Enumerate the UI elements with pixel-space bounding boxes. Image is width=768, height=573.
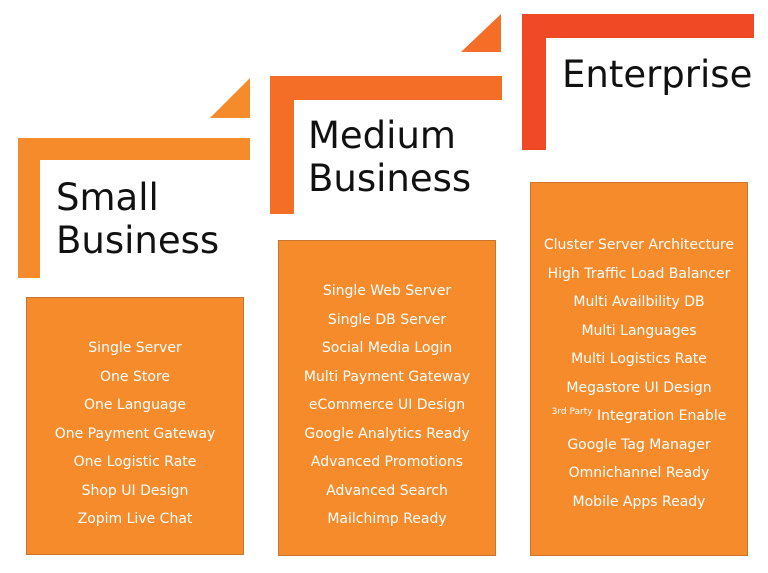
feature-label: Single Web Server	[322, 283, 452, 299]
feature-item: Shop UI Design	[27, 477, 243, 506]
feature-item: Mailchimp Ready	[279, 505, 495, 534]
title-line: Small	[56, 176, 159, 219]
feature-superscript: 3rd Party	[551, 407, 593, 417]
title-line: Business	[56, 219, 220, 263]
feature-label: Zopim Live Chat	[77, 511, 193, 527]
feature-item: Mobile Apps Ready	[531, 488, 747, 517]
feature-item: Multi Availbility DB	[531, 288, 747, 317]
feature-item: Advanced Promotions	[279, 448, 495, 477]
feature-label: High Traffic Load Balancer	[547, 265, 731, 282]
feature-item: One Logistic Rate	[27, 448, 243, 477]
feature-label: Social Media Login	[321, 340, 453, 356]
small-bracket-side-bar	[18, 138, 40, 278]
feature-label: Google Tag Manager	[567, 436, 711, 453]
feature-label: Multi Logistics Rate	[571, 351, 707, 367]
small-corner-triangle	[210, 78, 250, 118]
feature-label: One Payment Gateway	[54, 425, 216, 442]
title-line: Enterprise	[562, 53, 753, 96]
enterprise-bracket-side-bar	[522, 14, 546, 150]
feature-label: Mailchimp Ready	[327, 511, 447, 527]
title-line: Business	[308, 157, 472, 201]
feature-item: Cluster Server Architecture	[531, 231, 747, 260]
feature-label: Advanced Search	[326, 482, 448, 499]
title-line: Medium	[308, 114, 456, 157]
feature-item: Google Tag Manager	[531, 431, 747, 460]
feature-label: One Language	[83, 397, 187, 413]
feature-label: Megastore UI Design	[566, 379, 712, 396]
feature-item: One Payment Gateway	[27, 420, 243, 449]
feature-label: Multi Payment Gateway	[303, 368, 471, 385]
feature-label: Google Analytics Ready	[304, 425, 470, 442]
feature-label: One Store	[100, 368, 170, 385]
medium-corner-triangle	[461, 14, 501, 52]
feature-label: Single DB Server	[327, 311, 447, 328]
medium-bracket-side-bar	[270, 76, 294, 214]
feature-item: Google Analytics Ready	[279, 420, 495, 449]
medium-bracket-top-bar	[270, 76, 502, 100]
feature-item: One Language	[27, 391, 243, 420]
enterprise-tier-title: Enterprise	[562, 53, 752, 96]
feature-item: eCommerce UI Design	[279, 391, 495, 420]
feature-label: Mobile Apps Ready	[572, 493, 706, 510]
feature-item: Single Server	[27, 334, 243, 363]
feature-label: Single Server	[88, 340, 182, 356]
feature-label: Shop UI Design	[81, 482, 189, 499]
feature-label: Multi Languages	[581, 322, 697, 339]
feature-item: 3rd Party Integration Enable	[531, 402, 747, 431]
feature-label: eCommerce UI Design	[308, 397, 466, 413]
feature-item: Zopim Live Chat	[27, 505, 243, 534]
feature-item: Single DB Server	[279, 306, 495, 335]
feature-label: Advanced Promotions	[310, 454, 464, 470]
feature-item: Multi Languages	[531, 317, 747, 346]
enterprise-bracket-top-bar	[522, 14, 754, 38]
feature-item: Advanced Search	[279, 477, 495, 506]
feature-label: One Logistic Rate	[73, 454, 197, 470]
feature-item: High Traffic Load Balancer	[531, 260, 747, 289]
feature-label: Multi Availbility DB	[573, 294, 705, 310]
feature-item: Multi Logistics Rate	[531, 345, 747, 374]
feature-item: Social Media Login	[279, 334, 495, 363]
feature-item: One Store	[27, 363, 243, 392]
small-bracket-top-bar	[18, 138, 250, 160]
feature-item: Multi Payment Gateway	[279, 363, 495, 392]
feature-item: Single Web Server	[279, 277, 495, 306]
feature-label: Cluster Server Architecture	[543, 237, 735, 253]
feature-item: Omnichannel Ready	[531, 459, 747, 488]
feature-label: Integration Enable	[592, 408, 727, 424]
feature-item: Megastore UI Design	[531, 374, 747, 403]
feature-label: Omnichannel Ready	[568, 465, 710, 481]
